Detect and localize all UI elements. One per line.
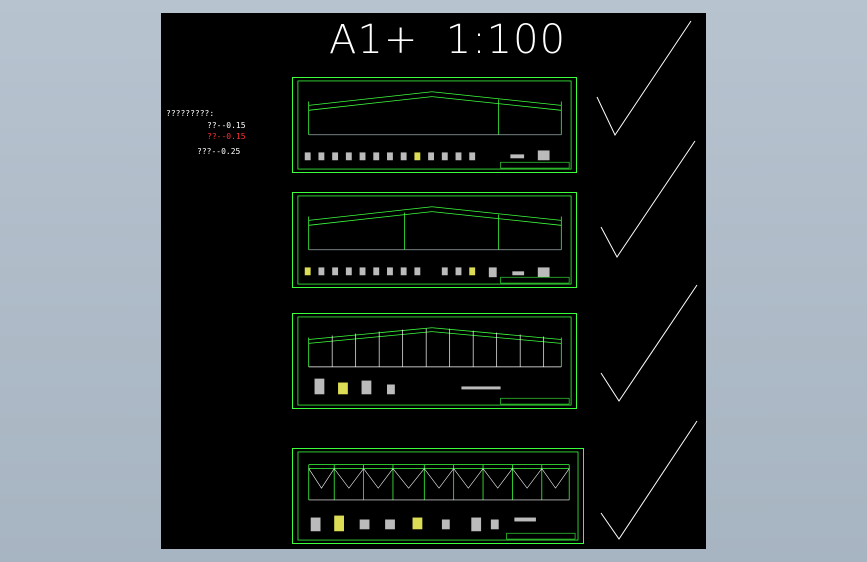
drawing-sheet-4[interactable] — [292, 448, 584, 544]
note-line-1: ??--0.15 — [207, 121, 246, 130]
frame-elevation-2 — [297, 195, 572, 285]
note-line-3: ???--0.25 — [197, 147, 241, 156]
checkmark-icon — [600, 420, 698, 540]
checkmark-icon — [596, 20, 692, 137]
note-heading: ?????????: — [166, 109, 215, 118]
checkmark-icon — [600, 140, 696, 258]
drawing-canvas[interactable]: A1+ 1:100 ?????????: ??--0.15 ??--0.15 ?… — [161, 13, 706, 549]
drawing-sheet-3[interactable] — [292, 313, 577, 409]
frame-elevation-4 — [297, 451, 579, 541]
checkmark-icon — [600, 284, 698, 402]
note-line-2: ??--0.15 — [207, 132, 246, 141]
frame-elevation-3 — [297, 316, 572, 406]
drawing-title: A1+ 1:100 — [329, 17, 567, 63]
drawing-sheet-2[interactable] — [292, 192, 577, 288]
drawing-sheet-1[interactable] — [292, 77, 577, 173]
frame-elevation-1 — [297, 80, 572, 170]
